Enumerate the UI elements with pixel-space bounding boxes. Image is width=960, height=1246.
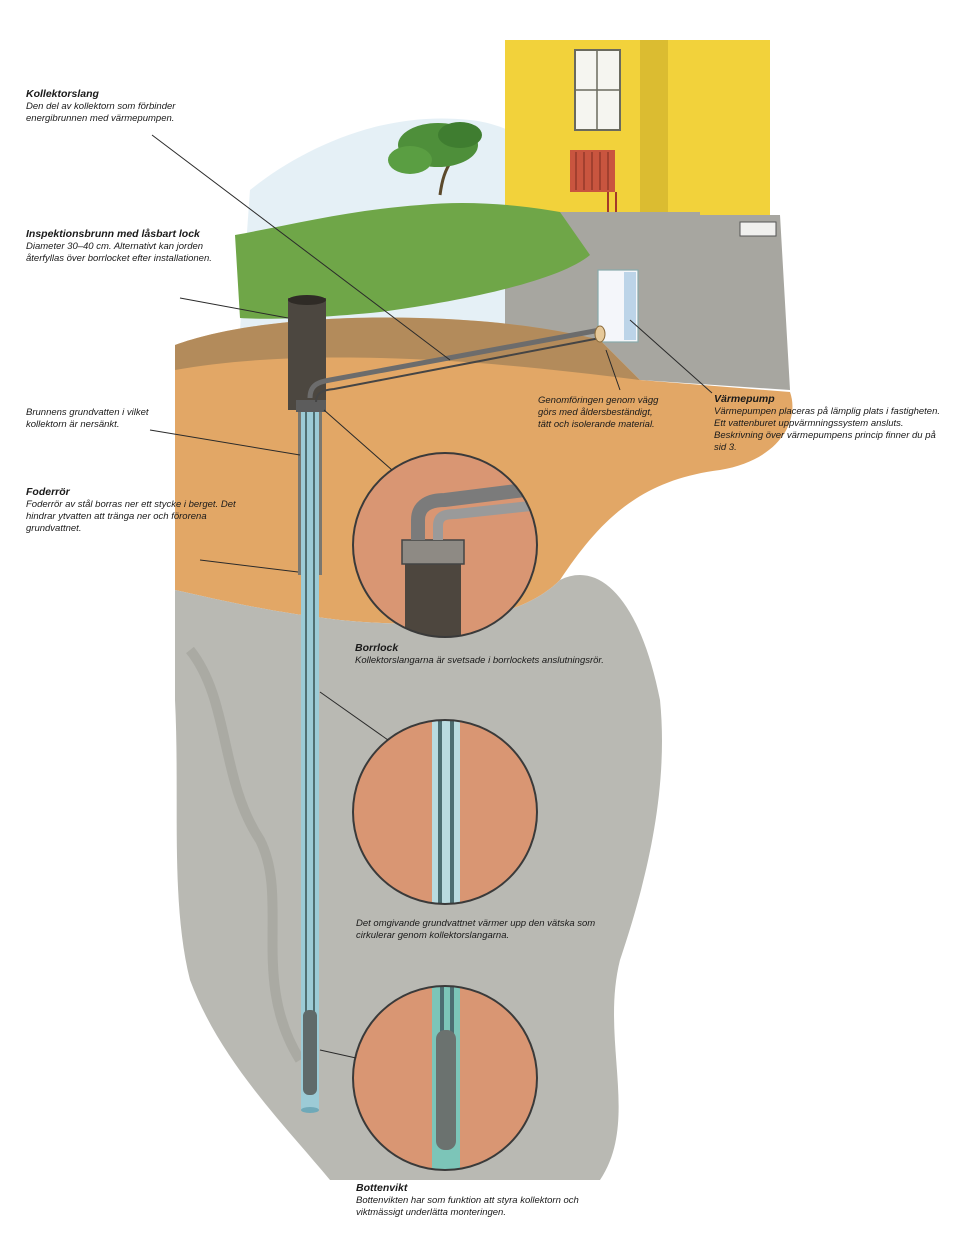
leader-varmepump [629,319,713,394]
house-corner-shade [640,40,668,215]
label-title: Kollektorslang [26,88,99,100]
wall-penetration [594,325,606,343]
label-text: Värmepumpen placeras på lämplig plats i … [714,406,941,453]
leader-weight-detail [319,1049,357,1059]
borehole-cap [296,400,326,412]
house-wall [505,40,770,215]
label-kollektorslang: Kollektorslang Den del av kollektorn som… [26,88,236,125]
detail-bottenvikt [352,985,538,1171]
tree [388,122,482,196]
radiator [570,150,615,192]
leader-inspektionsbrunn [179,297,289,319]
bottom-weight [303,1010,317,1095]
label-title: Värmepump [714,393,775,405]
label-title: Borrlock [355,642,399,654]
label-text: Bottenvikten har som funktion att styra … [356,1195,579,1218]
collector-hose-return [315,337,601,403]
label-title: Foderrör [26,486,70,498]
label-grundvatten: Brunnens grundvatten i vilket kollektorn… [26,407,186,431]
label-foderror: Foderrör Foderrör av stål borras ner ett… [26,486,236,535]
label-bottenvikt: Bottenvikt Bottenvikten har som funktion… [356,1182,626,1219]
borehole-bottom [301,1107,319,1113]
detail-groundwater [352,719,538,905]
leader-lines [149,134,713,1059]
heat-pump-side [624,272,636,340]
leader-genomforing [605,349,621,391]
grass-surface [235,202,590,319]
label-text: Det omgivande grundvattnet värmer upp de… [356,918,596,941]
collector-hose [307,327,601,399]
rock-shading [186,646,305,1063]
label-text: Diameter 30–40 cm. Alternativt kan jorde… [26,241,212,264]
detail-borrlock [352,452,538,638]
label-title: Inspektionsbrunn med låsbart lock [26,228,200,240]
label-borrlock: Borrlock Kollektorslangarna är svetsade … [355,642,635,667]
label-genomforing: Genomföringen genom vägg görs med ålders… [538,395,663,431]
label-text: Kollektorslangarna är svetsade i borrloc… [355,655,604,666]
inspection-well-lid [288,295,326,305]
label-text: Brunnens grundvatten i vilket kollektorn… [26,407,149,430]
label-text: Foderrör av stål borras ner ett stycke i… [26,499,236,534]
label-omgivande: Det omgivande grundvattnet värmer upp de… [356,918,618,942]
leader-hose-detail [319,691,389,741]
leader-borrlock-detail [323,409,393,471]
label-varmepump: Värmepump Värmepumpen placeras på lämpli… [714,393,940,454]
inspection-well [288,298,326,410]
leader-kollektorslang [151,134,451,361]
label-text: Genomföringen genom vägg görs med ålders… [538,395,659,430]
label-title: Bottenvikt [356,1182,408,1194]
foundation-vent [739,221,777,237]
leader-grundvatten [149,429,301,456]
borehole-water [301,405,319,1110]
leader-foderror [199,559,299,573]
label-text: Den del av kollektorn som förbinder ener… [26,101,176,124]
label-inspektionsbrunn: Inspektionsbrunn med låsbart lock Diamet… [26,228,226,265]
